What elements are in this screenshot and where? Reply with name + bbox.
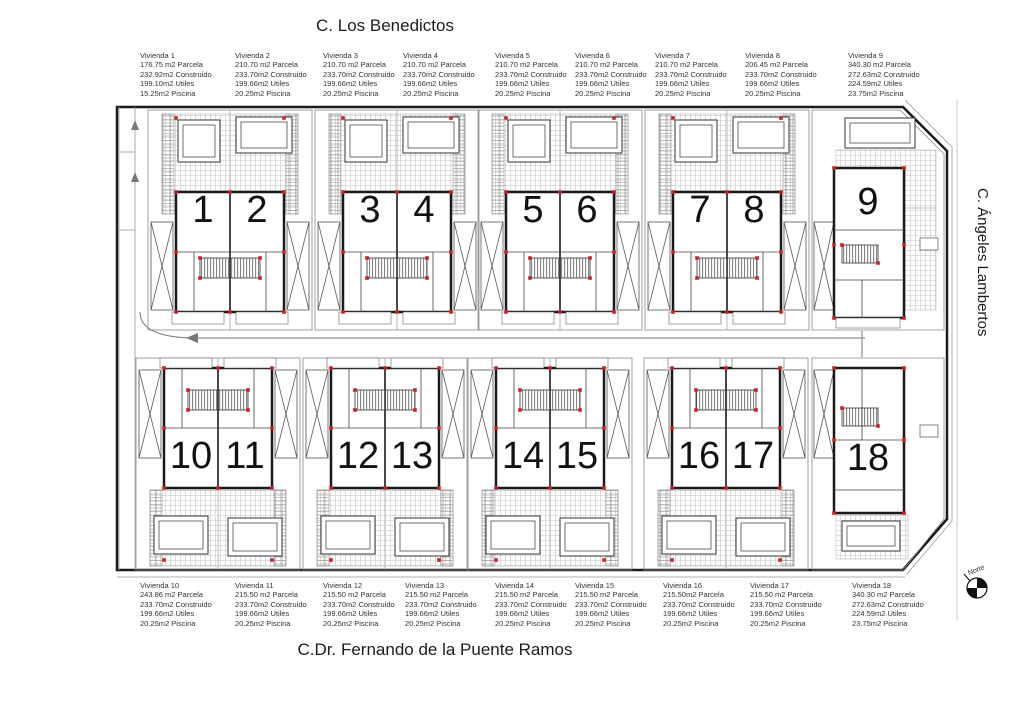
house-corner-block: 9	[811, 109, 945, 331]
house-number: 4	[413, 189, 434, 231]
house-number: 12	[337, 435, 379, 477]
house-pair-block: 12 13	[302, 357, 468, 571]
house-number: 15	[556, 435, 598, 477]
house-number: 16	[678, 435, 720, 477]
north-compass-icon: Norte	[963, 564, 988, 599]
street-label-bottom: C.Dr. Fernando de la Puente Ramos	[297, 640, 573, 659]
house-number: 10	[170, 435, 212, 477]
house-number: 5	[522, 189, 543, 231]
house-number: 18	[847, 437, 889, 479]
street-label-top: C. Los Benedictos	[316, 16, 454, 35]
house-number: 14	[502, 435, 544, 477]
house-number: 13	[391, 435, 433, 477]
house-number: 7	[689, 189, 710, 231]
street-label-right: C. Ángeles Lambertos	[974, 188, 991, 337]
house-pair-block: 10 11	[135, 357, 301, 571]
house-number: 3	[359, 189, 380, 231]
house-pair-block: 14 15	[467, 357, 633, 571]
house-number: 2	[246, 189, 267, 231]
house-number: 11	[225, 435, 264, 477]
house-number: 17	[732, 435, 774, 477]
north-label: Norte	[967, 564, 986, 577]
house-number: 8	[743, 189, 764, 231]
house-corner-block: 18	[811, 357, 945, 571]
house-number: 9	[857, 181, 878, 223]
house-number: 6	[576, 189, 597, 231]
house-number: 1	[192, 189, 213, 231]
